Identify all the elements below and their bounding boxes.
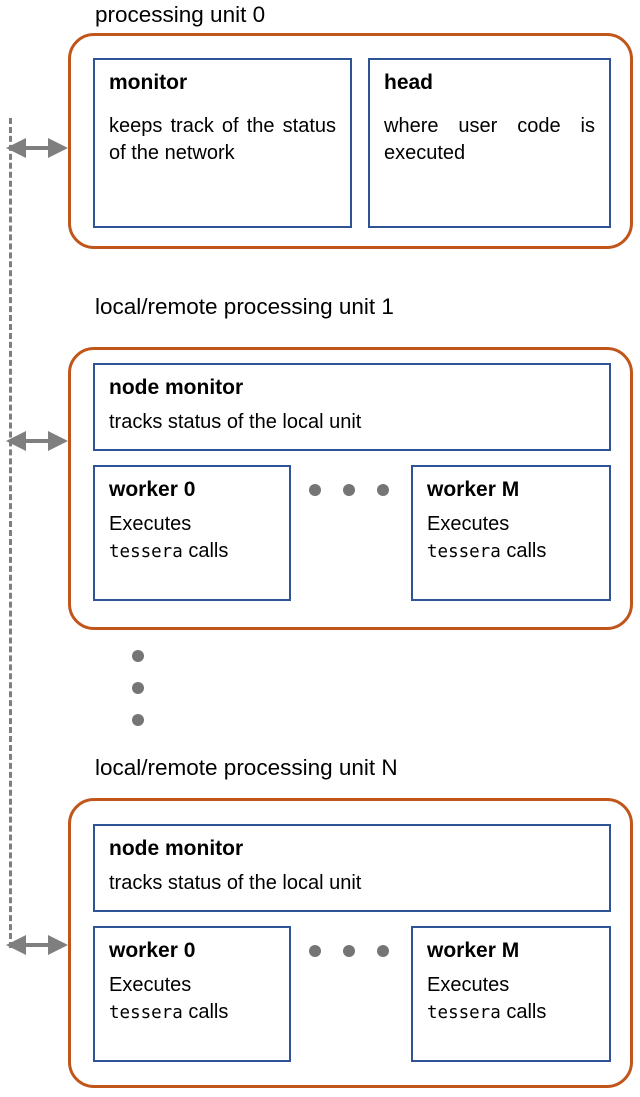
- panel-worker-0-body-line1: Executes: [109, 513, 192, 535]
- panel-worker-m-body-line1: Executes: [427, 974, 510, 996]
- panel-worker-0-body-line2: calls: [188, 540, 229, 562]
- panel-node-monitor-body: tracks status of the local unit: [109, 411, 362, 433]
- panel-node-monitor-title: node monitor: [109, 837, 244, 860]
- panel-worker-0-body: Executes tessera calls: [109, 511, 275, 566]
- panel-head: head where user code is executed: [368, 58, 611, 228]
- ellipsis-dot: [132, 682, 144, 694]
- ellipsis-dot: [309, 484, 321, 496]
- processing-unit-n-container: node monitor tracks status of the local …: [68, 798, 633, 1088]
- ellipsis-dot: [309, 945, 321, 957]
- ellipsis-dot: [343, 484, 355, 496]
- connector-unit-n: [4, 934, 70, 956]
- panel-node-monitor: node monitor tracks status of the local …: [93, 363, 611, 451]
- network-backbone-line: [9, 118, 12, 948]
- panel-head-body: where user code is executed: [384, 115, 595, 164]
- panel-worker-0: worker 0 Executes tessera calls: [93, 926, 291, 1062]
- ellipsis-dot: [132, 650, 144, 662]
- connector-unit-1: [4, 430, 70, 452]
- panel-worker-m-body-line2: calls: [506, 1001, 547, 1023]
- ellipsis-dot: [343, 945, 355, 957]
- panel-worker-m-body: Executes tessera calls: [427, 972, 595, 1027]
- unit-n-title: local/remote processing unit N: [95, 755, 398, 780]
- worker-ellipsis-unit-1: [309, 484, 389, 496]
- panel-worker-m-body-line1: Executes: [427, 513, 510, 535]
- panel-head-title: head: [384, 71, 434, 94]
- panel-worker-m-title: worker M: [427, 939, 520, 962]
- panel-worker-m-body-line2: calls: [506, 540, 547, 562]
- panel-node-monitor: node monitor tracks status of the local …: [93, 824, 611, 912]
- panel-worker-0: worker 0 Executes tessera calls: [93, 465, 291, 601]
- worker-ellipsis-unit-n: [309, 945, 389, 957]
- processing-unit-0-container: monitor keeps track of the status of the…: [68, 33, 633, 249]
- unit-0-title: processing unit 0: [95, 2, 266, 27]
- panel-worker-0-body: Executes tessera calls: [109, 972, 275, 1027]
- ellipsis-dot: [377, 484, 389, 496]
- panel-worker-m-body-mono: tessera: [427, 1003, 501, 1023]
- panel-worker-m: worker M Executes tessera calls: [411, 926, 611, 1062]
- panel-worker-0-body-line1: Executes: [109, 974, 192, 996]
- panel-monitor: monitor keeps track of the status of the…: [93, 58, 352, 228]
- panel-worker-0-title: worker 0: [109, 478, 196, 501]
- processing-unit-1-container: node monitor tracks status of the local …: [68, 347, 633, 630]
- panel-worker-0-body-mono: tessera: [109, 542, 183, 562]
- panel-node-monitor-body: tracks status of the local unit: [109, 872, 362, 894]
- units-vertical-ellipsis: [132, 650, 144, 726]
- panel-worker-0-body-line2: calls: [188, 1001, 229, 1023]
- panel-worker-m: worker M Executes tessera calls: [411, 465, 611, 601]
- connector-unit-0: [4, 137, 70, 159]
- panel-worker-m-body: Executes tessera calls: [427, 511, 595, 566]
- panel-worker-m-title: worker M: [427, 478, 520, 501]
- panel-monitor-body: keeps track of the status of the network: [109, 115, 336, 164]
- ellipsis-dot: [132, 714, 144, 726]
- panel-monitor-title: monitor: [109, 71, 188, 94]
- ellipsis-dot: [377, 945, 389, 957]
- panel-worker-m-body-mono: tessera: [427, 542, 501, 562]
- panel-worker-0-body-mono: tessera: [109, 1003, 183, 1023]
- unit-1-title: local/remote processing unit 1: [95, 294, 394, 319]
- panel-node-monitor-title: node monitor: [109, 376, 244, 399]
- panel-worker-0-title: worker 0: [109, 939, 196, 962]
